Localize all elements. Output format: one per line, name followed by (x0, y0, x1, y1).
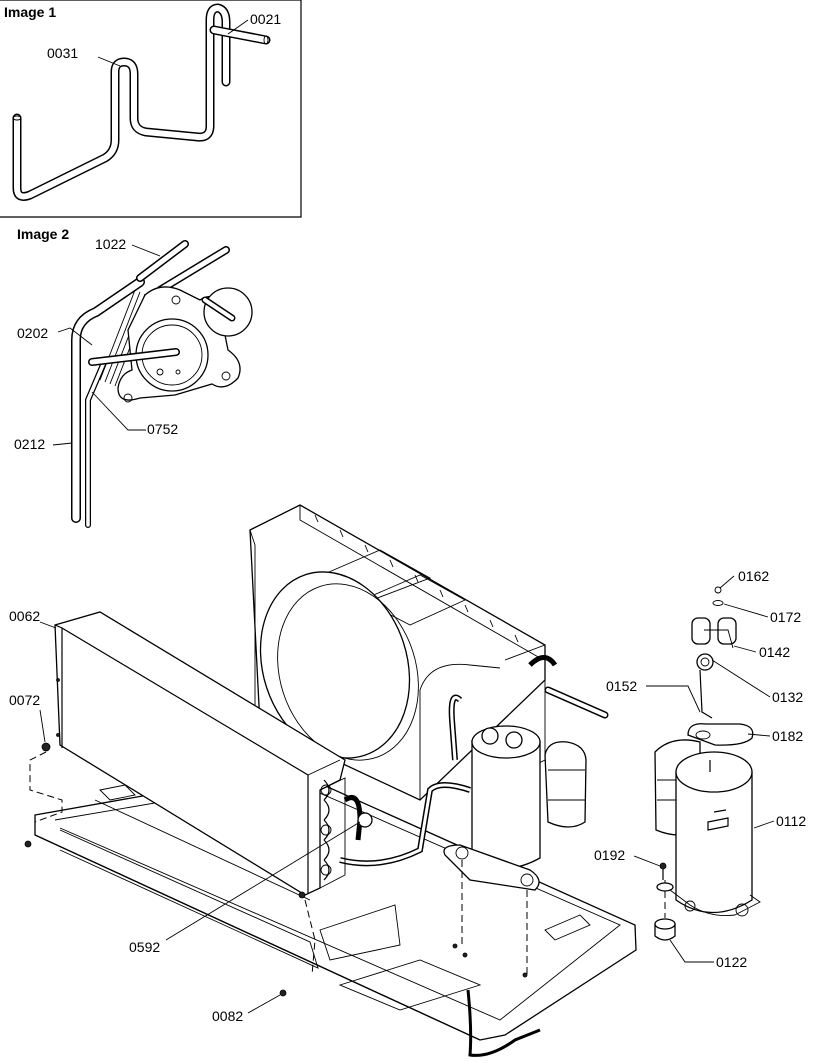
label-0122: 0122 (716, 954, 747, 970)
label-0021: 0021 (250, 11, 281, 27)
part-labels: 0062 0072 0592 0082 0162 0172 0142 0132 … (9, 568, 806, 1024)
image1-frame (0, 0, 302, 218)
label-0202: 0202 (17, 325, 48, 341)
label-0062: 0062 (9, 608, 40, 624)
screws (24, 742, 306, 997)
exploded-compressor (654, 586, 761, 941)
label-0182: 0182 (772, 728, 803, 744)
leader-0031 (97, 56, 121, 67)
bent-tube-0031 (12, 3, 231, 201)
leader-0752 (91, 391, 146, 431)
leader-0021 (227, 19, 249, 35)
leader-0142 (733, 645, 757, 653)
screw-0072 (41, 742, 51, 752)
leader-0082 (247, 994, 281, 1014)
leader-1022 (131, 244, 161, 257)
base-pan (34, 769, 637, 1057)
leader-0592 (165, 821, 361, 941)
label-0132: 0132 (772, 689, 803, 705)
short-tube-0021 (209, 25, 271, 45)
gasket-0132 (696, 653, 714, 671)
label-0212: 0212 (14, 436, 45, 452)
leader-0072 (39, 709, 46, 743)
leader-0132 (711, 659, 771, 698)
label-0142: 0142 (759, 644, 790, 660)
leader-0112 (753, 820, 775, 829)
wire-0152 (699, 669, 713, 719)
screw-coil (298, 891, 306, 899)
compressor-top-plate (88, 286, 253, 403)
terminal-cover-0142 (691, 617, 737, 649)
refrigerant-piping (339, 655, 609, 867)
nut-0162 (714, 586, 722, 594)
tube-0212 (71, 277, 145, 528)
leader-0172 (723, 603, 769, 618)
leader-0202 (57, 327, 93, 346)
label-0192: 0192 (594, 847, 625, 863)
label-0752: 0752 (147, 421, 178, 437)
label-0112: 0112 (776, 813, 806, 829)
leader-0182 (747, 733, 771, 737)
image2-caption: Image 2 (17, 226, 69, 242)
label-0162: 0162 (738, 568, 769, 584)
compressor-0112 (669, 751, 761, 917)
leader-0122 (669, 939, 714, 963)
image1-caption: Image 1 (4, 4, 56, 20)
leader-0212 (52, 442, 73, 446)
label-0072: 0072 (9, 692, 40, 708)
leader-0152 (646, 685, 701, 713)
leader-0062 (39, 621, 57, 629)
label-0172: 0172 (770, 609, 801, 625)
label-0082: 0082 (212, 1008, 243, 1024)
fitting-0592 (357, 812, 373, 828)
image2-assembly: Image 2 (14, 226, 253, 528)
image1-inset: Image 1 0031 0021 (0, 0, 302, 218)
label-0031: 0031 (47, 45, 78, 61)
leader-0192 (633, 855, 661, 867)
label-1022: 1022 (95, 236, 126, 252)
label-0592: 0592 (129, 939, 160, 955)
fan-shroud-housing (249, 504, 546, 801)
washer-0172 (712, 600, 724, 606)
label-0152: 0152 (606, 678, 637, 694)
screw-0082 (279, 989, 287, 997)
screw-base (24, 840, 32, 848)
leader-0162 (719, 575, 735, 589)
tube-1022 (99, 240, 230, 387)
grommet-0122 (654, 918, 676, 941)
plate-0182 (687, 723, 754, 746)
compressor-installed (443, 725, 587, 891)
leader-lines (39, 575, 775, 1014)
